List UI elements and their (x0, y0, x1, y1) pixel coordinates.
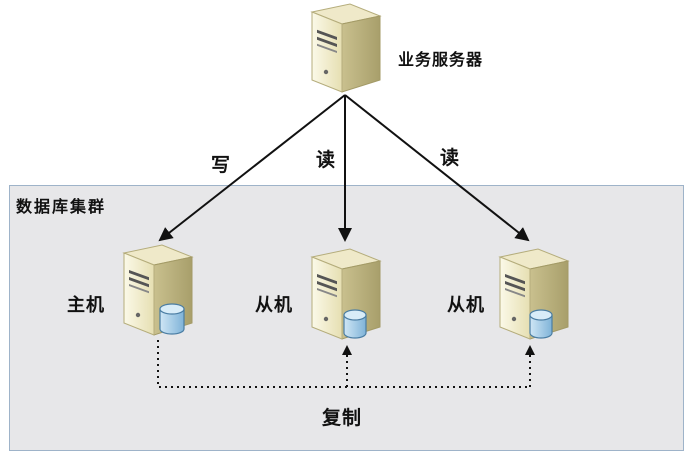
slave-server-icon-2 (498, 248, 570, 340)
master-server-icon (122, 244, 194, 336)
slave-label-2: 从机 (447, 295, 485, 316)
slave-label-1: 从机 (255, 295, 293, 316)
replication-line (157, 340, 530, 388)
slave-database-icon-2 (529, 309, 553, 339)
read-label-center: 读 (316, 149, 337, 171)
app-server-icon (310, 3, 382, 93)
cluster-label: 数据库集群 (16, 197, 107, 216)
write-arrow (158, 94, 346, 242)
slave-database-icon-1 (343, 309, 367, 339)
app-server-label: 业务服务器 (398, 50, 484, 69)
write-label: 写 (211, 154, 232, 176)
master-label: 主机 (67, 295, 105, 316)
replicate-label: 复制 (322, 407, 363, 429)
slave-server-icon-1 (310, 248, 382, 340)
master-database-icon (159, 303, 185, 335)
read-arrow-right (344, 94, 530, 242)
read-label-right: 读 (440, 147, 461, 169)
